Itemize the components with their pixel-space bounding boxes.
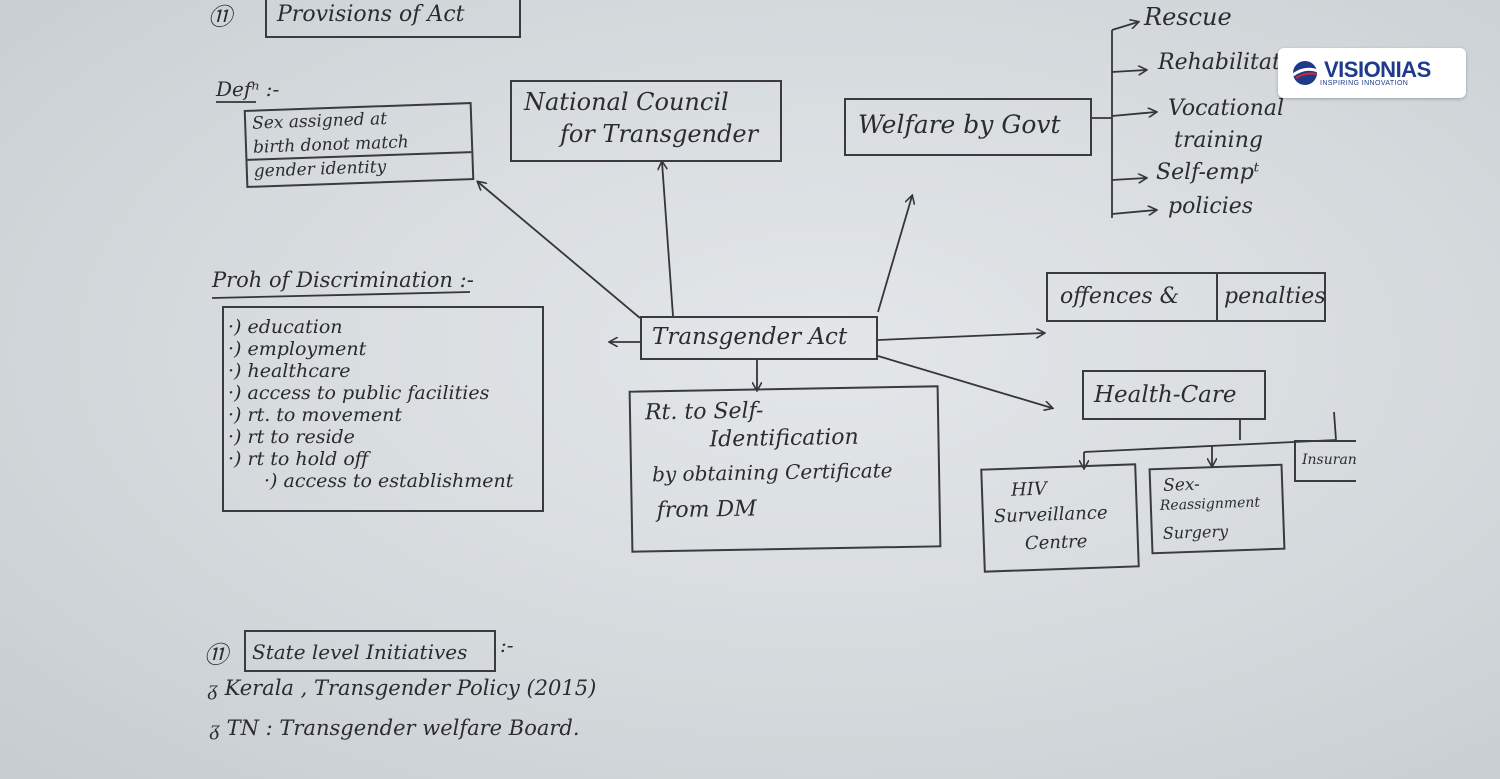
hiv-line-1: HIV: [1010, 478, 1048, 501]
hiv-line-3: Centre: [1024, 531, 1088, 555]
center-label: Transgender Act: [652, 324, 848, 350]
arrow-to-council: [662, 162, 674, 317]
hiv-line-2: Surveillance: [993, 502, 1108, 528]
arrow-to-definition: [478, 182, 641, 319]
section-number: ⑪: [208, 3, 232, 31]
self-id-box: Rt. to Self- Identification by obtaining…: [628, 385, 942, 553]
arrow-to-offences: [877, 333, 1044, 341]
council-box: National Council for Transgender: [510, 80, 782, 162]
welfare-box: Welfare by Govt: [844, 98, 1092, 156]
header-box: Provisions of Act: [265, 0, 521, 38]
logo-tagline: INSPIRING INNOVATION: [1320, 80, 1409, 87]
srs-line-1: Sex-: [1162, 474, 1201, 496]
srs-line-3: Surgery: [1162, 521, 1229, 543]
welfare-item-self-emp: Self-empᵗ: [1156, 160, 1260, 185]
discrimination-item: ·) employment: [228, 338, 367, 360]
discrimination-item: ·) access to public facilities: [228, 382, 490, 404]
arrow-to-welfare: [877, 196, 912, 313]
self-id-line-1: Rt. to Self-: [644, 398, 764, 426]
discrimination-item: ·) healthcare: [228, 360, 351, 382]
healthcare-child-hiv: HIV Surveillance Centre: [980, 463, 1140, 573]
offences-box: offences & penalties: [1046, 272, 1326, 322]
discrimination-item: ·) education: [228, 316, 343, 338]
state-line-tn: ᵹ TN : Transgender welfare Board.: [210, 716, 580, 740]
council-line-1: National Council: [524, 88, 729, 116]
self-id-line-3: by obtaining Certificate: [651, 458, 893, 487]
state-line-2-text: TN : Transgender welfare Board.: [226, 716, 580, 740]
state-heading-suffix: :-: [500, 633, 514, 657]
logo-mark-icon: [1290, 58, 1320, 88]
logo-text: VISIONIAS: [1324, 57, 1431, 82]
discrimination-heading: Proh of Discrimination :-: [212, 268, 474, 292]
list-bullet: ᵹ: [210, 716, 227, 740]
definition-box: Sex assigned at birth donot match gender…: [243, 102, 475, 188]
insurance-line-1: Insuran: [1302, 452, 1356, 468]
state-heading: State level Initiatives: [252, 640, 468, 664]
welfare-label: Welfare by Govt: [858, 110, 1061, 139]
welfare-item-policies: policies: [1168, 194, 1254, 219]
offences-right: penalties: [1224, 284, 1326, 309]
arrow-to-healthcare: [877, 355, 1052, 408]
state-line-1-text: Kerala , Transgender Policy (2015): [224, 676, 597, 700]
visionias-logo: VISIONIAS INSPIRING INNOVATION: [1278, 48, 1466, 98]
welfare-item-vocational: Vocational: [1168, 96, 1284, 121]
discrimination-item: ·) access to establishment: [264, 470, 514, 492]
definition-heading: Defⁿ :-: [216, 77, 280, 101]
council-line-2: for Transgender: [560, 120, 759, 148]
state-heading-box: State level Initiatives: [244, 630, 496, 672]
definition-line-1: Sex assigned at: [251, 109, 388, 134]
list-bullet: ᵹ: [208, 676, 225, 700]
definition-line-3: gender identity: [253, 157, 387, 182]
state-line-kerala: ᵹ Kerala , Transgender Policy (2015): [208, 676, 596, 700]
discrimination-list: ·) education ·) employment ·) healthcare…: [228, 316, 513, 492]
healthcare-child-srs: Sex- Reassignment Surgery: [1148, 463, 1286, 555]
healthcare-child-insurance: Insuran: [1294, 440, 1356, 482]
discrimination-item: ·) rt. to movement: [228, 404, 402, 426]
state-number: ⑪: [204, 641, 228, 669]
discrimination-box: ·) education ·) employment ·) healthcare…: [222, 306, 544, 512]
healthcare-label: Health-Care: [1094, 382, 1237, 408]
self-id-line-4: from DM: [656, 496, 757, 524]
welfare-item-rehabilitation: Rehabilitatⁿ: [1158, 50, 1290, 75]
offences-left: offences &: [1060, 284, 1180, 309]
discrimination-item: ·) rt to hold off: [228, 448, 369, 470]
header-title: Provisions of Act: [277, 2, 465, 27]
self-id-line-2: Identification: [709, 424, 859, 453]
healthcare-box: Health-Care: [1082, 370, 1266, 420]
welfare-item-rescue: Rescue: [1144, 3, 1232, 31]
center-box: Transgender Act: [640, 316, 878, 360]
discrimination-item: ·) rt to reside: [228, 426, 355, 448]
srs-line-2: Reassignment: [1159, 494, 1261, 514]
welfare-item-training: training: [1174, 128, 1263, 153]
